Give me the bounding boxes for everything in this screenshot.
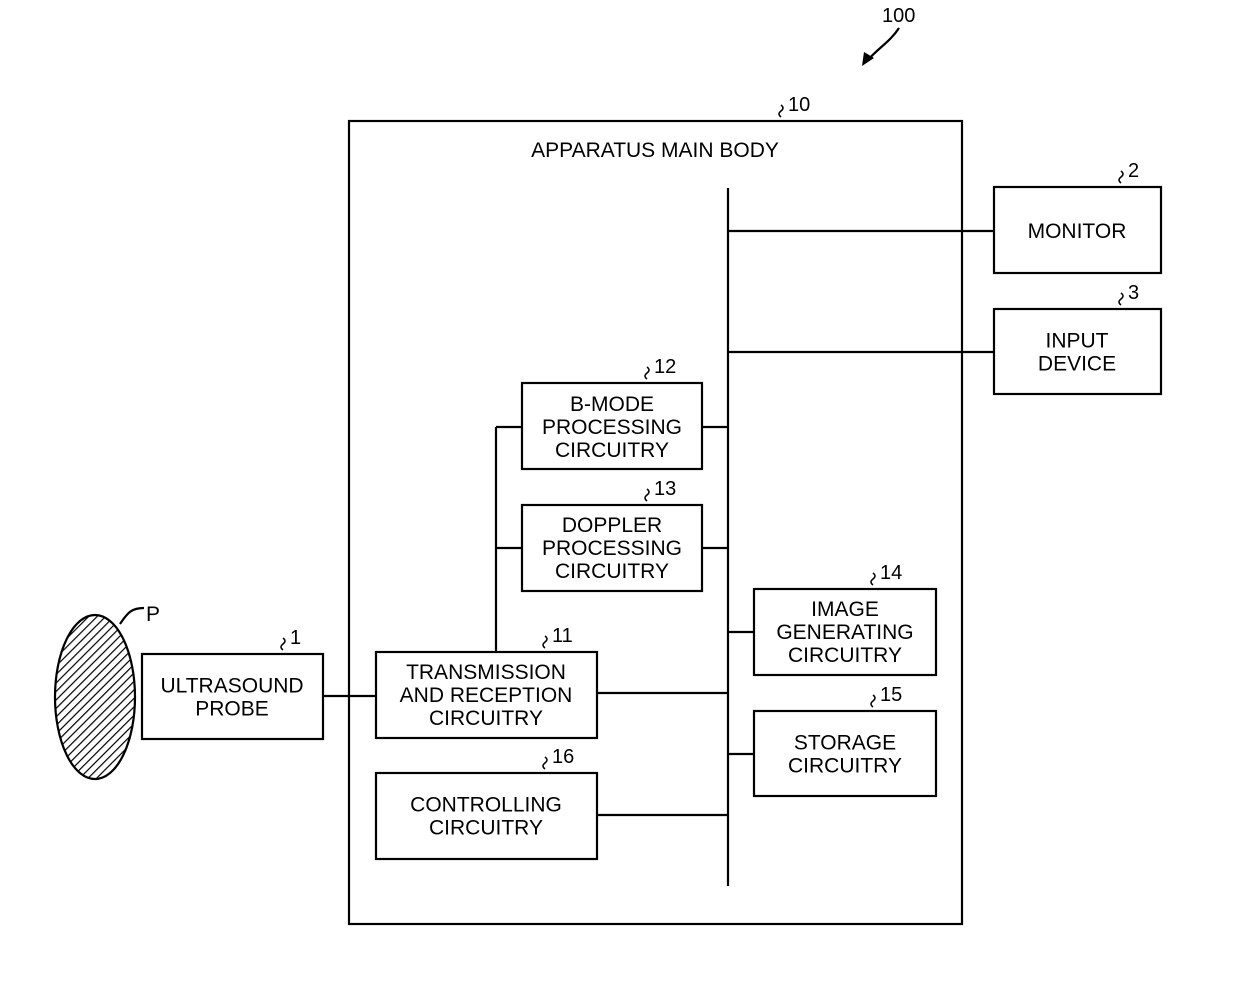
storage-ref: 15	[880, 684, 902, 706]
doppler-ref: 13	[654, 478, 676, 500]
doppler-processing-text: DOPPLERPROCESSINGCIRCUITRY	[542, 514, 682, 583]
label-line: TRANSMISSION	[406, 661, 566, 684]
label-line: IMAGE	[811, 598, 879, 621]
label-line: DOPPLER	[562, 514, 662, 537]
control-ref: 16	[552, 746, 574, 768]
label-line: GENERATING	[776, 621, 913, 644]
label-line: CIRCUITRY	[429, 707, 543, 730]
monitor-block: MONITOR 2	[994, 160, 1161, 273]
monitor-ref: 2	[1128, 160, 1139, 182]
label-line: CIRCUITRY	[788, 644, 902, 667]
subject-p-label: P	[146, 603, 160, 626]
label-line: ULTRASOUND	[160, 675, 303, 698]
label-line: PROCESSING	[542, 416, 682, 439]
input-device-block: INPUTDEVICE 3	[994, 282, 1161, 394]
label-line: PROCESSING	[542, 537, 682, 560]
subject-p-leader	[120, 608, 144, 624]
storage-text: STORAGECIRCUITRY	[788, 732, 902, 778]
label-line: DEVICE	[1038, 353, 1116, 376]
label-line: CIRCUITRY	[429, 817, 543, 840]
txrx-ref: 11	[552, 625, 573, 647]
input-device-text: INPUTDEVICE	[1038, 330, 1116, 376]
label-line: CIRCUITRY	[555, 560, 669, 583]
label-line: CIRCUITRY	[555, 439, 669, 462]
ultrasound-probe-block: ULTRASOUNDPROBE 1	[142, 627, 323, 739]
input-device-ref: 3	[1128, 282, 1139, 304]
label-line: MONITOR	[1028, 220, 1127, 243]
figure-ref-label: 100	[882, 5, 915, 27]
label-line: CONTROLLING	[410, 794, 562, 817]
label-line: INPUT	[1046, 330, 1109, 353]
main-body-ref-leader	[779, 105, 783, 117]
label-line: CIRCUITRY	[788, 755, 902, 778]
subject-p-ellipse	[55, 615, 135, 779]
bmode-ref: 12	[654, 356, 676, 378]
image-ref: 14	[880, 562, 902, 584]
label-line: PROBE	[195, 698, 269, 721]
main-body-title: APPARATUS MAIN BODY	[531, 139, 779, 162]
label-line: B-MODE	[570, 393, 654, 416]
controlling-circuitry-text: CONTROLLINGCIRCUITRY	[410, 794, 562, 840]
monitor-text: MONITOR	[1028, 220, 1127, 243]
label-line: AND RECEPTION	[400, 684, 573, 707]
label-line: STORAGE	[794, 732, 896, 755]
main-body-ref: 10	[788, 94, 810, 116]
probe-ref: 1	[290, 627, 301, 649]
